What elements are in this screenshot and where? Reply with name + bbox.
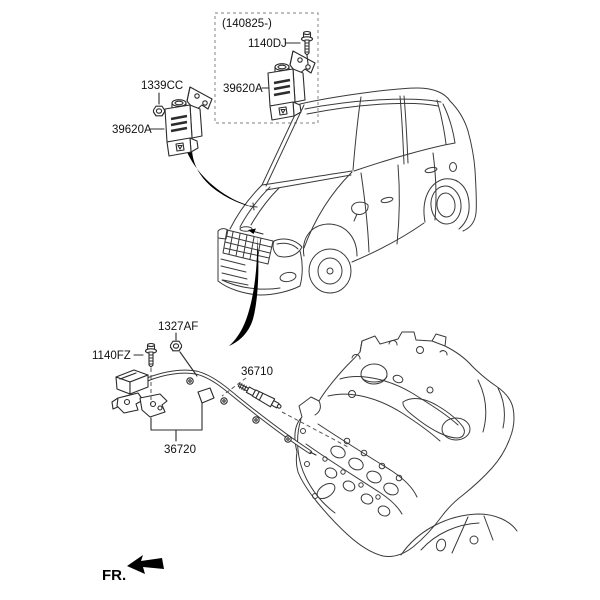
harness-label-bracket [150,402,203,442]
module-39620A [163,85,214,158]
part-label-39620A-variant: 39620A [223,83,263,95]
glow-plug-36710 [237,383,282,409]
part-label-1339CC: 1339CC [141,80,183,92]
part-label-1140DJ: 1140DJ [248,38,287,50]
variant-bolt-1140DJ [300,30,314,65]
bolt-1140FZ [144,342,158,368]
harness-36720 [111,369,317,456]
front-direction-indicator: FR. [102,555,164,584]
part-label-1140FZ: 1140FZ [92,350,131,362]
part-label-36720: 36720 [164,444,196,456]
part-label-36710: 36710 [241,366,273,378]
leader-lines [133,42,349,448]
harness-brackets [111,387,215,418]
nut-1339CC [152,105,166,117]
nut-1327AF [169,340,183,352]
front-direction-label: FR. [102,567,126,584]
vehicle-illustration [217,87,477,296]
part-label-39620A: 39620A [112,124,152,136]
variant-callout-box [214,12,319,124]
front-direction-arrow-icon [127,555,164,574]
pointer-swooshes [187,150,264,346]
engine-illustration [294,331,518,557]
harness-ring-terminals [186,377,292,443]
part-label-1327AF: 1327AF [158,321,198,333]
variant-date-label: (140825-) [222,18,272,30]
